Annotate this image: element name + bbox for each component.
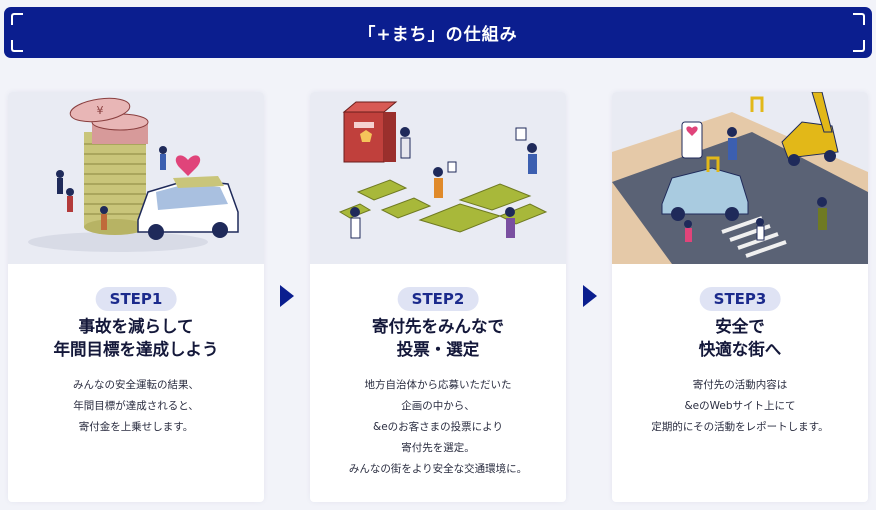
- step-badge: STEP3: [699, 287, 781, 311]
- step-card-2: STEP2 寄付先をみんなで 投票・選定 地方自治体から応募いただいた 企画の中…: [310, 92, 566, 502]
- step-description-line: みんなの安全運転の結果、: [73, 379, 199, 391]
- step-title-line: 年間目標を達成しよう: [53, 340, 219, 359]
- step-description-line: 寄付先の活動内容は: [692, 379, 788, 391]
- coin-stack-car-illustration: ¥: [8, 92, 264, 264]
- frame-corner-icon: [11, 40, 23, 52]
- step-title: 寄付先をみんなで 投票・選定: [310, 315, 566, 361]
- step-badge: STEP1: [95, 287, 177, 311]
- step-card-3: STEP3 安全で 快適な街へ 寄付先の活動内容は &eのWebサイト上にて 定…: [612, 92, 868, 502]
- step-description-line: &eのWebサイト上にて: [684, 400, 796, 412]
- frame-corner-icon: [853, 40, 865, 52]
- step-description-line: 地方自治体から応募いただいた: [364, 379, 512, 391]
- step-description: 寄付先の活動内容は &eのWebサイト上にて 定期的にその活動をレポートします。: [612, 375, 868, 438]
- section-header: 「+まち」の仕組み: [4, 7, 872, 58]
- next-arrow-icon: [280, 285, 294, 307]
- step-description-line: 企画の中から、: [401, 400, 475, 412]
- step-description: みんなの安全運転の結果、 年間目標が達成されると、 寄付金を上乗せします。: [8, 375, 264, 438]
- safe-town-crosswalk-illustration: [612, 92, 868, 264]
- step-description-line: 年間目標が達成されると、: [73, 400, 199, 412]
- step-description-line: 寄付先を選定。: [401, 442, 475, 454]
- step-title-line: 安全で: [715, 317, 765, 336]
- step-description: 地方自治体から応募いただいた 企画の中から、 &eのお客さまの投票により 寄付先…: [310, 375, 566, 480]
- svg-text:¥: ¥: [97, 104, 104, 117]
- step-title-line: 投票・選定: [396, 340, 480, 359]
- step-card-1: ¥ STEP1 事故を減らして 年間目標を達成しよう みんなの安全運: [8, 92, 264, 502]
- next-arrow-icon: [583, 285, 597, 307]
- frame-corner-icon: [11, 13, 23, 25]
- step-title-line: 快適な街へ: [698, 340, 782, 359]
- step-title: 安全で 快適な街へ: [612, 315, 868, 361]
- step-description-line: 寄付金を上乗せします。: [78, 421, 194, 433]
- step-description-line: みんなの街をより安全な交通環境に。: [348, 463, 528, 475]
- step-title-line: 寄付先をみんなで: [372, 317, 504, 336]
- step-description-line: 定期的にその活動をレポートします。: [651, 421, 829, 433]
- step-badge: STEP2: [397, 287, 479, 311]
- step-description-line: &eのお客さまの投票により: [373, 421, 503, 433]
- step-title-line: 事故を減らして: [78, 317, 194, 336]
- frame-corner-icon: [853, 13, 865, 25]
- section-title: 「+まち」の仕組み: [358, 25, 518, 45]
- step-title: 事故を減らして 年間目標を達成しよう: [8, 315, 264, 361]
- ballot-box-voting-illustration: [310, 92, 566, 264]
